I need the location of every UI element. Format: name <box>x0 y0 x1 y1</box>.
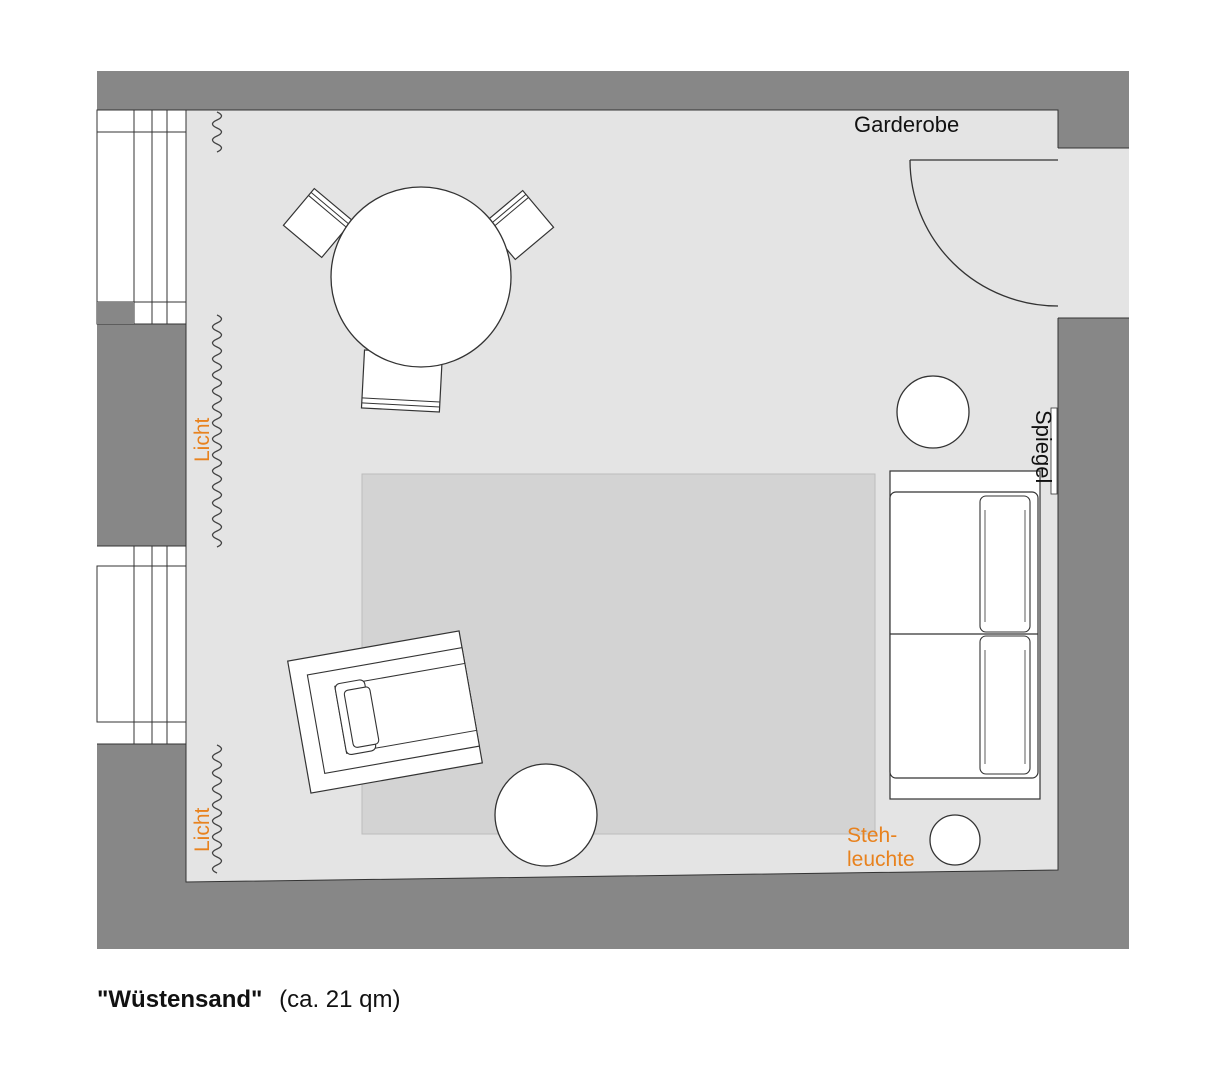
floor-plan: Garderobe Spiegel Licht Licht Steh- leuc… <box>96 71 1129 949</box>
side-table-rug <box>494 763 598 867</box>
dining-table <box>330 186 512 368</box>
mirror <box>1050 407 1058 495</box>
label-spiegel: Spiegel <box>1031 410 1056 483</box>
curtain-top <box>211 111 223 153</box>
window-upper <box>96 109 187 325</box>
caption-area: (ca. 21 qm) <box>279 986 401 1013</box>
plan-caption: "Wüstensand" (ca. 21 qm) <box>97 986 400 1014</box>
door-swing <box>909 159 1059 307</box>
window-lower <box>96 109 187 745</box>
label-garderobe: Garderobe <box>854 112 959 137</box>
caption-name: "Wüstensand" <box>97 986 263 1013</box>
door-opening <box>1057 148 1129 318</box>
label-stehleuchte-1: Steh- <box>847 824 897 847</box>
sofa <box>889 470 1041 800</box>
side-table-top-right <box>896 375 970 449</box>
label-stehleuchte-2: leuchte <box>847 848 915 871</box>
floor-lamp <box>929 814 981 866</box>
dining-chair-left <box>282 187 354 259</box>
label-licht-upper: Licht <box>191 417 214 462</box>
armchair <box>286 630 484 794</box>
label-licht-lower: Licht <box>191 807 214 852</box>
curtain-bottom <box>211 744 223 874</box>
curtain-middle <box>211 314 223 548</box>
